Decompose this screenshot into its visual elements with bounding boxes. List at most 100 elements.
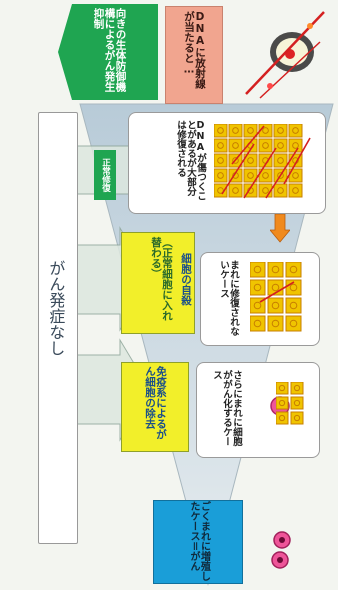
cell-nucleus [293,399,301,407]
cell [285,262,302,278]
cell-nucleus [253,265,262,274]
cell-nucleus [217,127,224,134]
cell-nucleus [277,187,284,194]
cell-nucleus [277,172,284,179]
cell-nucleus [271,265,280,274]
panel-cancerous-cells-text: さらにまれに細胞ががん化するケース [211,370,242,446]
cell-nucleus [232,142,239,149]
cell [228,183,243,198]
cell-nucleus [217,142,224,149]
cancer-proliferation-box: ごくまれに増殖したケース＝がん [153,500,243,584]
cell [228,138,243,153]
cell-nucleus [292,187,299,194]
cell-nucleus [247,127,254,134]
cell [214,138,228,153]
cell-nucleus [262,187,269,194]
cell [276,382,289,395]
cell [290,396,304,410]
radiation-ray [221,143,255,195]
cell-nucleus [271,319,280,328]
cell [273,124,288,138]
orange-arrow-down [270,214,290,243]
cell [288,124,303,138]
cell-nucleus [262,172,269,179]
cell [276,411,289,425]
cell-nucleus [292,142,299,149]
cell-nucleus [292,127,299,134]
cell-nucleus [247,172,254,179]
cell [243,168,258,183]
cell [267,315,284,332]
cell [273,183,288,198]
panel-dna-damage-text: DNAが傷つくことがあるが大部分は修復される [175,120,206,201]
cell [258,138,273,153]
cell [285,297,302,314]
panel-rare-unrepaired-text: まれに修復されないケース [218,260,239,336]
cell [267,262,284,278]
cell [214,153,228,168]
radiation-ray [231,125,265,165]
cell-nucleus [271,283,280,292]
cell [290,382,304,395]
cell-nucleus [289,319,298,328]
cell [267,297,284,314]
normal-repair-label: 正常修復 [94,150,116,200]
cell [288,183,303,198]
cell-nucleus [277,157,284,164]
damaged-cells-grid [214,124,311,199]
cell [250,279,266,296]
cell [214,168,228,183]
cell-nucleus [271,301,280,310]
cell-nucleus [232,127,239,134]
cell [273,138,288,153]
green-arrow-shape [58,4,158,100]
radiation-hit-icon [245,11,325,99]
radiation-ray [283,137,311,185]
cell [250,315,266,332]
cell [285,315,302,332]
cell-nucleus [289,265,298,274]
cell-nucleus [217,157,224,164]
radiation-ray [265,147,299,199]
cell-nucleus [277,127,284,134]
radiation-ray [243,147,277,199]
cell-nucleus [289,283,298,292]
cell [258,153,273,168]
cell [273,153,288,168]
cell-nucleus [253,283,262,292]
cell-nucleus [292,172,299,179]
no-cancer-label: がん発症なし [46,260,66,356]
cell [243,124,258,138]
cell [214,183,228,198]
cell-nucleus [278,414,286,422]
cell [250,262,266,278]
radiation-ray [259,281,295,303]
cell [214,124,228,138]
unrepaired-cells-grid [250,262,302,332]
cell [288,138,303,153]
apoptosis-title: 細胞の自殺 [180,252,192,306]
cell-nucleus [232,157,239,164]
defense-mechanism-text: 向きの生体防御機構によるがん発生抑制 [92,8,127,92]
immune-removal-box: 免疫系によるがん細胞の除去 [121,362,189,452]
cell-nucleus [278,399,286,407]
cell-nucleus [253,301,262,310]
cell-nucleus [289,301,298,310]
cell-nucleus [217,172,224,179]
cell-nucleus [293,384,301,392]
cell [228,124,243,138]
radiation-note: DNAに放射線が当たると… [165,6,223,104]
small-cells-cluster [276,382,304,425]
cell-nucleus [253,319,262,328]
cell-nucleus [278,384,286,392]
cell [290,411,304,425]
cell-nucleus [232,187,239,194]
cell-nucleus [293,414,301,422]
cell [276,396,289,410]
apoptosis-subtitle: （正常細胞に入れ替わる） [149,237,173,321]
cell-nucleus [262,142,269,149]
panel-cancerous-cells [196,362,320,458]
proliferating-cells-icon [271,531,291,569]
left-outcome-bar [38,112,78,544]
